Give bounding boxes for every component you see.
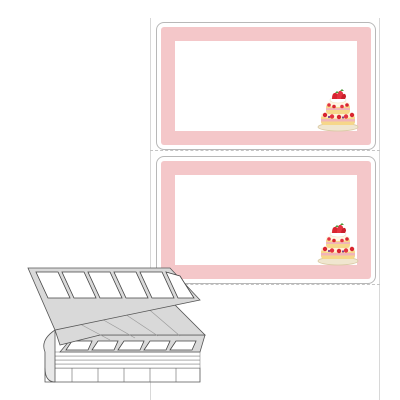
strawberry-cake-icon <box>317 223 359 266</box>
strawberry-cake-icon <box>317 89 359 132</box>
label-frame <box>161 161 371 279</box>
label-card-2 <box>156 156 376 284</box>
label-frame <box>161 27 371 145</box>
perforation-line <box>150 150 380 151</box>
label-card-1 <box>156 22 376 150</box>
perforation-line <box>150 284 380 285</box>
stack-top-strip <box>27 267 201 331</box>
stack-top-labels <box>59 334 206 353</box>
stack-base <box>43 329 201 383</box>
